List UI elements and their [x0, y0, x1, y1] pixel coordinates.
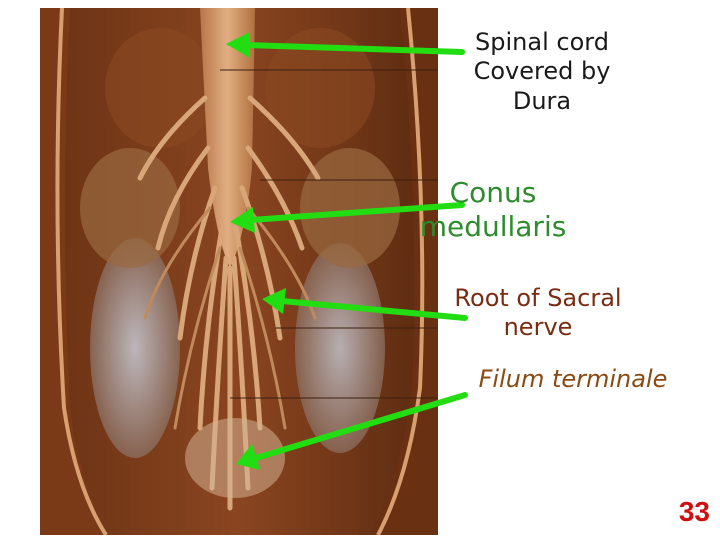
label-conus-line2: medullaris	[419, 210, 567, 244]
label-spinal-cord: Spinal cord Covered by Dura	[462, 28, 622, 116]
label-filum-terminale: Filum terminale	[458, 365, 688, 394]
label-conus-line1: Conus	[449, 176, 537, 209]
vertebral-canal-illustration	[40, 8, 438, 535]
label-spinal-cord-line1: Spinal cord	[475, 28, 609, 56]
label-root-line1: Root of Sacral	[454, 284, 622, 312]
label-spinal-cord-line3: Dura	[512, 86, 572, 115]
arrow-conus-medullaris	[230, 202, 465, 233]
label-sacral-root: Root of Sacral nerve	[438, 284, 638, 343]
arrow-filum-terminale	[236, 392, 468, 470]
label-spinal-cord-line2: Covered by	[473, 57, 611, 86]
label-root-line2: nerve	[503, 313, 573, 342]
dissection-photo	[40, 8, 438, 535]
slide-number: 33	[678, 496, 710, 527]
arrow-spinal-cord	[226, 32, 465, 58]
arrow-sacral-root	[262, 288, 468, 321]
label-filum-text: Filum terminale	[478, 365, 668, 393]
label-conus-medullaris: Conus medullaris	[408, 176, 578, 244]
